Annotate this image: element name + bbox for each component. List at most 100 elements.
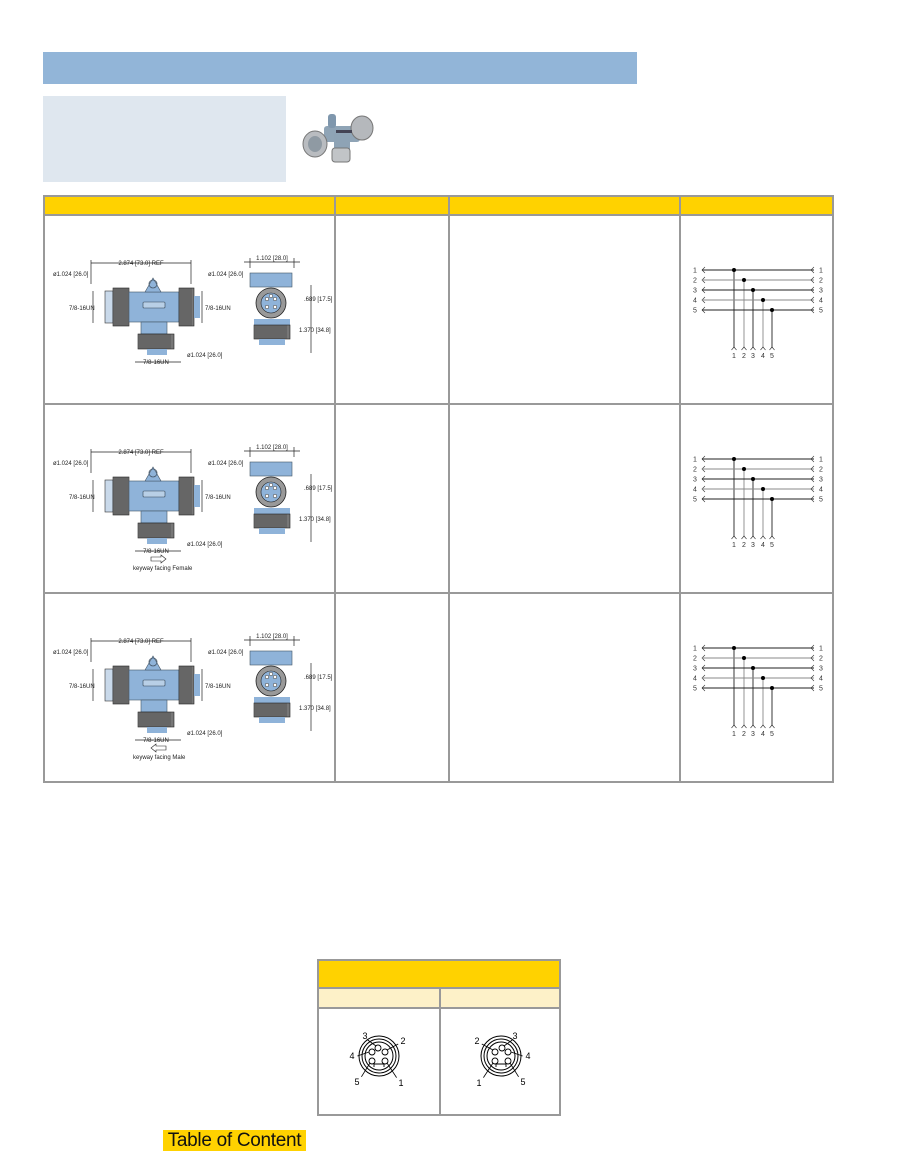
wire-bottom-label: 1 (732, 542, 736, 549)
arrow-up-icon (750, 346, 756, 351)
table-of-content-link[interactable]: Table of Content (163, 1130, 306, 1151)
dim-thread-bottom: 7/8-16UN (143, 738, 169, 744)
arrow-left-icon (810, 296, 815, 304)
pin-label-p5: 5 (354, 1077, 359, 1087)
dim-side-width: 1.102 [28.0] (256, 634, 288, 640)
dim-dia-left: ø1.024 [26.0] (53, 650, 89, 656)
dim-dia-right: ø1.024 [26.0] (208, 650, 244, 656)
wire-left-label: 2 (693, 467, 697, 474)
pin-label-p3: 3 (362, 1031, 367, 1041)
junction-dot (742, 467, 746, 471)
wire-bottom-label: 2 (742, 353, 746, 360)
wire-bottom-label: 5 (770, 731, 774, 738)
dim-dia-right: ø1.024 [26.0] (208, 272, 244, 278)
wire-left-label: 2 (693, 656, 697, 663)
header-description (450, 197, 679, 214)
junction-dot (732, 646, 736, 650)
keyway-arrow-left-icon (150, 743, 167, 753)
dimension-drawing: 2.874 [73.0] REF ø1.024 [26.0] ø1.024 [26.… (45, 594, 334, 781)
pinout-header (319, 961, 559, 987)
wire-left-label: 4 (693, 676, 697, 683)
arrow-left-icon (810, 664, 815, 672)
dim-thread-right: 7/8-16UN (205, 306, 231, 312)
dim-dia-left: ø1.024 [26.0] (53, 272, 89, 278)
wire-bottom-label: 1 (732, 731, 736, 738)
dim-thread-left: 7/8-16UN (69, 495, 95, 501)
keyway-arrow-right-icon (150, 554, 167, 564)
intro-box (43, 96, 286, 182)
pin-p3 (498, 1044, 506, 1052)
wire-bottom-label: 4 (761, 353, 765, 360)
arrow-left-icon (810, 276, 815, 284)
arrow-up-icon (750, 724, 756, 729)
dim-dia-bottom: ø1.024 [26.0] (187, 542, 223, 548)
arrow-up-icon (741, 535, 747, 540)
wire-right-label: 2 (819, 656, 823, 663)
pin-label-p5: 5 (520, 1077, 525, 1087)
junction-dot (761, 298, 765, 302)
pin-p5 (368, 1057, 376, 1065)
dim-thread-left: 7/8-16UN (69, 306, 95, 312)
wire-left-label: 3 (693, 288, 697, 295)
wire-left-label: 5 (693, 497, 697, 504)
spec-table: 2.874 [73.0] REF ø1.024 [26.0] ø1.024 [26.… (43, 195, 834, 783)
arrow-left-icon (810, 286, 815, 294)
dim-dia-right: ø1.024 [26.0] (208, 461, 244, 467)
dim-overall: 2.874 [73.0] REF (118, 639, 164, 645)
pin-label-p4: 4 (525, 1051, 530, 1061)
arrow-up-icon (769, 535, 775, 540)
wire-bottom-label: 3 (751, 542, 755, 549)
arrow-up-icon (731, 535, 737, 540)
keyway-note: keyway facing Male (133, 755, 186, 761)
description-cell (450, 594, 679, 781)
junction-dot (770, 497, 774, 501)
arrow-up-icon (750, 535, 756, 540)
junction-dot (742, 656, 746, 660)
pin-p2 (491, 1048, 499, 1056)
wire-bottom-label: 4 (761, 542, 765, 549)
header-drawing (45, 197, 334, 214)
junction-dot (732, 268, 736, 272)
arrow-up-icon (741, 346, 747, 351)
keyway-note: keyway facing Female (133, 566, 193, 572)
wire-right-label: 3 (819, 666, 823, 673)
dim-thread-right: 7/8-16UN (205, 684, 231, 690)
dim-overall: 2.874 [73.0] REF (118, 450, 164, 456)
wire-left-label: 3 (693, 666, 697, 673)
junction-dot (770, 308, 774, 312)
wire-right-label: 1 (819, 457, 823, 464)
wire-left-label: 3 (693, 477, 697, 484)
dim-side-h1: .689 [17.5] (304, 297, 333, 303)
dim-side-h2: 1.370 [34.8] (299, 328, 331, 334)
header-part (336, 197, 448, 214)
arrow-left-icon (810, 644, 815, 652)
dim-side-h1: .689 [17.5] (304, 486, 333, 492)
wire-right-label: 2 (819, 278, 823, 285)
pin-p2 (381, 1048, 389, 1056)
wire-left-label: 5 (693, 308, 697, 315)
wire-left-label: 1 (693, 457, 697, 464)
wire-bottom-label: 2 (742, 731, 746, 738)
product-photo (298, 104, 382, 168)
description-cell (450, 216, 679, 403)
pin-p3 (374, 1044, 382, 1052)
keyway-icon (495, 1063, 507, 1067)
arrow-up-icon (769, 724, 775, 729)
junction-dot (742, 278, 746, 282)
arrow-up-icon (769, 346, 775, 351)
wire-right-label: 4 (819, 487, 823, 494)
arrow-up-icon (760, 535, 766, 540)
pin-label-p1: 1 (398, 1078, 403, 1088)
arrow-left-icon (810, 684, 815, 692)
arrow-up-icon (760, 346, 766, 351)
part-number-cell (336, 216, 448, 403)
wire-right-label: 4 (819, 676, 823, 683)
dimension-drawing: 2.874 [73.0] REF ø1.024 [26.0] ø1.024 [26.… (45, 405, 334, 592)
arrow-left-icon (810, 654, 815, 662)
pin-p4 (504, 1048, 512, 1056)
pin-label-p2: 2 (400, 1036, 405, 1046)
